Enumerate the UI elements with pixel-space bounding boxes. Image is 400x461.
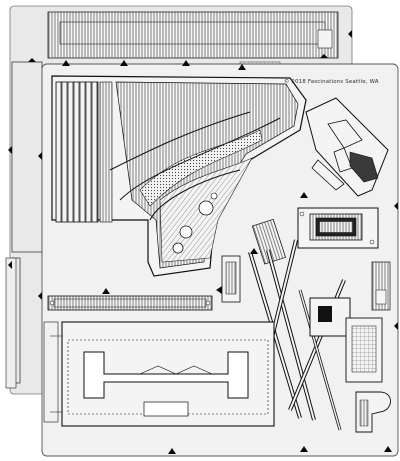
front-sheet — [38, 60, 399, 457]
piano-frame-part — [51, 75, 307, 277]
copyright-text: © 2018 Fascinations Seattle, WA — [284, 79, 379, 85]
small-strip-parts — [221, 218, 391, 311]
rail-strip-part — [47, 295, 213, 311]
base-plate-part — [43, 321, 275, 427]
pedal-box-part — [297, 207, 379, 249]
sheet-tabs — [38, 60, 398, 454]
lid-part — [305, 97, 389, 197]
bench-part — [309, 297, 383, 383]
bracket-part — [355, 391, 391, 433]
